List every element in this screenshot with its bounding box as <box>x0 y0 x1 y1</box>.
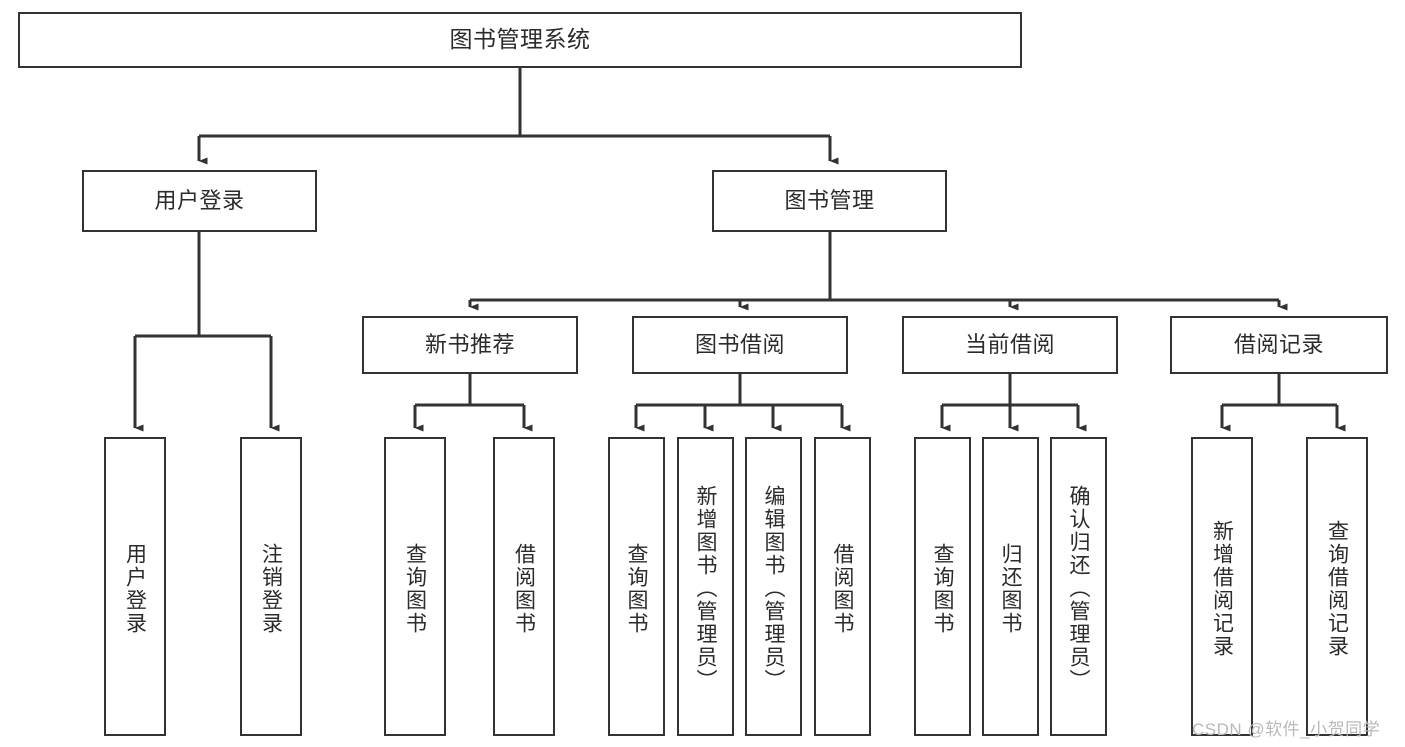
node-leaf-logout-login[interactable]: 注销登录 <box>240 437 302 736</box>
node-label: 查询图书 <box>931 542 954 635</box>
csdn-watermark: CSDN @软件_小贺同学 <box>1192 720 1381 739</box>
node-label: 图书管理系统 <box>449 26 591 53</box>
node-book-borrow[interactable]: 图书借阅 <box>632 316 848 374</box>
node-leaf-add-book[interactable]: 新增图书（管理员） <box>677 437 734 736</box>
node-new-book-recommend[interactable]: 新书推荐 <box>362 316 578 374</box>
node-label: 新书推荐 <box>424 331 515 357</box>
node-current-borrow[interactable]: 当前借阅 <box>902 316 1118 374</box>
node-label: 新增图书（管理员） <box>694 485 717 692</box>
node-leaf-query-book-2[interactable]: 查询图书 <box>608 437 665 736</box>
node-leaf-query-record[interactable]: 查询借阅记录 <box>1306 437 1368 736</box>
node-label: 注销登录 <box>259 542 283 635</box>
node-label: 图书管理 <box>784 187 875 213</box>
node-label: 借阅图书 <box>831 542 854 635</box>
node-leaf-query-book-3[interactable]: 查询图书 <box>914 437 971 736</box>
node-label: 当前借阅 <box>964 331 1055 357</box>
node-leaf-borrow-book-2[interactable]: 借阅图书 <box>814 437 871 736</box>
node-label: 确认归还（管理员） <box>1067 485 1090 692</box>
node-leaf-add-record[interactable]: 新增借阅记录 <box>1191 437 1253 736</box>
node-book-management[interactable]: 图书管理 <box>712 170 947 232</box>
node-leaf-borrow-book-1[interactable]: 借阅图书 <box>493 437 555 736</box>
node-label: 查询借阅记录 <box>1325 519 1349 658</box>
node-label: 用户登录 <box>154 187 245 213</box>
node-label: 新增借阅记录 <box>1210 519 1234 658</box>
node-user-login[interactable]: 用户登录 <box>82 170 317 232</box>
node-label: 借阅记录 <box>1233 331 1324 357</box>
node-leaf-user-login[interactable]: 用户登录 <box>104 437 166 736</box>
node-label: 归还图书 <box>999 542 1022 635</box>
node-label: 编辑图书（管理员） <box>762 485 785 692</box>
node-label: 借阅图书 <box>512 542 536 635</box>
node-leaf-edit-book[interactable]: 编辑图书（管理员） <box>745 437 802 736</box>
node-label: 查询图书 <box>625 542 648 635</box>
node-leaf-confirm-return[interactable]: 确认归还（管理员） <box>1050 437 1107 736</box>
node-root-book-management-system[interactable]: 图书管理系统 <box>18 12 1022 68</box>
node-leaf-query-book-1[interactable]: 查询图书 <box>384 437 446 736</box>
node-label: 图书借阅 <box>694 331 785 357</box>
node-leaf-return-book[interactable]: 归还图书 <box>982 437 1039 736</box>
node-label: 用户登录 <box>123 542 147 635</box>
node-label: 查询图书 <box>403 542 427 635</box>
node-borrow-record[interactable]: 借阅记录 <box>1170 316 1388 374</box>
